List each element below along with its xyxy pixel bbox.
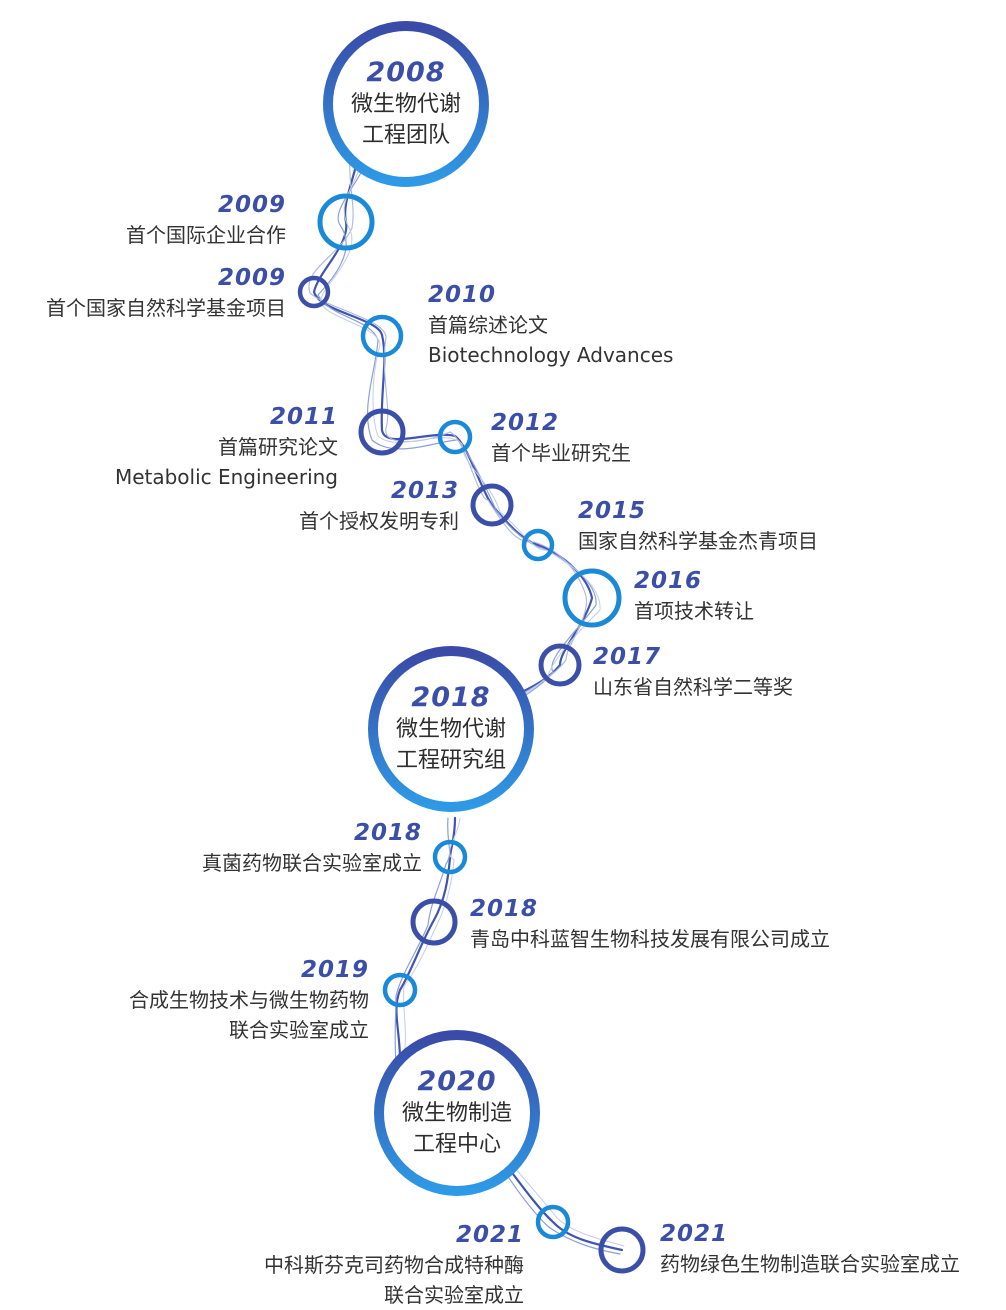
milestone-ring-2020 [374, 1030, 540, 1196]
event-year: 2021 [455, 1222, 524, 1248]
event-year: 2013 [390, 478, 459, 504]
event-year: 2019 [300, 957, 369, 983]
node-2021b [598, 1226, 646, 1274]
event-year: 2018 [353, 820, 422, 846]
milestone-2020: 2020 微生物制造 工程中心 [382, 1051, 532, 1175]
node-2012 [437, 419, 473, 455]
event-desc: 首个国际企业合作 [126, 223, 286, 247]
event-desc-line2: 联合实验室成立 [229, 1018, 369, 1042]
node-2011 [358, 408, 406, 456]
event-2013: 2013 首个授权发明专利 [299, 476, 459, 536]
milestone-year: 2020 [417, 1066, 497, 1097]
event-desc: 首个毕业研究生 [491, 441, 631, 465]
milestone-title-line2: 工程中心 [412, 1132, 501, 1157]
milestone-title-line1: 微生物制造 [401, 1101, 512, 1126]
event-desc-line2: Biotechnology Advances [428, 343, 674, 367]
event-year: 2012 [491, 410, 560, 436]
event-year: 2009 [217, 265, 286, 291]
event-2018b: 2018 青岛中科蓝智生物科技发展有限公司成立 [470, 894, 830, 954]
event-desc: 真菌药物联合实验室成立 [202, 851, 422, 875]
event-2021b: 2021 药物绿色生物制造联合实验室成立 [660, 1219, 960, 1279]
event-year: 2015 [578, 498, 647, 524]
node-2016 [562, 568, 622, 628]
node-2015 [521, 528, 555, 562]
event-year: 2018 [470, 896, 539, 922]
milestone-year: 2008 [366, 57, 446, 88]
event-2016: 2016 首项技术转让 [634, 566, 754, 626]
event-year: 2016 [634, 568, 703, 594]
event-year: 2017 [593, 644, 662, 670]
milestone-year: 2018 [411, 682, 491, 713]
event-desc: 山东省自然科学二等奖 [593, 675, 793, 699]
event-desc: 首个授权发明专利 [299, 509, 459, 533]
milestone-2008: 2008 微生物代谢 工程团队 [331, 42, 481, 166]
event-2011: 2011 首篇研究论文 Metabolic Engineering [115, 402, 338, 492]
node-2009a [317, 193, 375, 251]
node-2017 [538, 643, 582, 687]
milestone-title-line2: 工程研究组 [395, 748, 506, 773]
node-2018b [410, 898, 458, 946]
node-2009b [297, 275, 331, 309]
event-2009b: 2009 首个国家自然科学基金项目 [46, 263, 286, 323]
node-2019 [382, 972, 418, 1008]
event-desc: 国家自然科学基金杰青项目 [578, 529, 818, 553]
node-2018a [432, 839, 468, 875]
milestone-title-line1: 微生物代谢 [395, 717, 506, 742]
event-2009a: 2009 首个国际企业合作 [126, 190, 286, 250]
milestone-ring-2018 [368, 646, 534, 812]
node-2021a [535, 1204, 571, 1240]
node-2010 [360, 314, 404, 358]
event-2010: 2010 首篇综述论文 Biotechnology Advances [428, 280, 673, 370]
event-desc: 首项技术转让 [634, 599, 754, 623]
event-year: 2011 [269, 404, 338, 430]
event-desc: 首篇研究论文 [218, 435, 338, 459]
event-2017: 2017 山东省自然科学二等奖 [593, 642, 793, 702]
event-desc-line2: Metabolic Engineering [114, 465, 338, 489]
event-year: 2010 [428, 282, 497, 308]
milestone-title-line2: 工程团队 [361, 123, 450, 148]
event-year: 2009 [217, 192, 286, 218]
event-desc-line2: 联合实验室成立 [384, 1283, 524, 1307]
milestone-2018: 2018 微生物代谢 工程研究组 [376, 667, 526, 791]
event-desc: 药物绿色生物制造联合实验室成立 [660, 1252, 960, 1276]
event-desc: 首个国家自然科学基金项目 [46, 296, 286, 320]
event-2012: 2012 首个毕业研究生 [491, 408, 631, 468]
event-2018a: 2018 真菌药物联合实验室成立 [202, 818, 422, 878]
event-desc: 首篇综述论文 [428, 313, 548, 337]
milestone-title-line1: 微生物代谢 [350, 92, 461, 117]
event-nodes [297, 193, 646, 1274]
milestone-ring-2008 [323, 21, 489, 187]
event-desc: 合成生物技术与微生物药物 [129, 988, 369, 1012]
event-year: 2021 [660, 1221, 729, 1247]
node-2013 [470, 483, 514, 527]
event-2019: 2019 合成生物技术与微生物药物 联合实验室成立 [129, 955, 369, 1045]
event-desc: 青岛中科蓝智生物科技发展有限公司成立 [470, 927, 830, 951]
event-2021a: 2021 中科斯芬克司药物合成特种酶 联合实验室成立 [264, 1220, 524, 1310]
event-2015: 2015 国家自然科学基金杰青项目 [578, 496, 818, 556]
event-desc: 中科斯芬克司药物合成特种酶 [264, 1253, 524, 1277]
